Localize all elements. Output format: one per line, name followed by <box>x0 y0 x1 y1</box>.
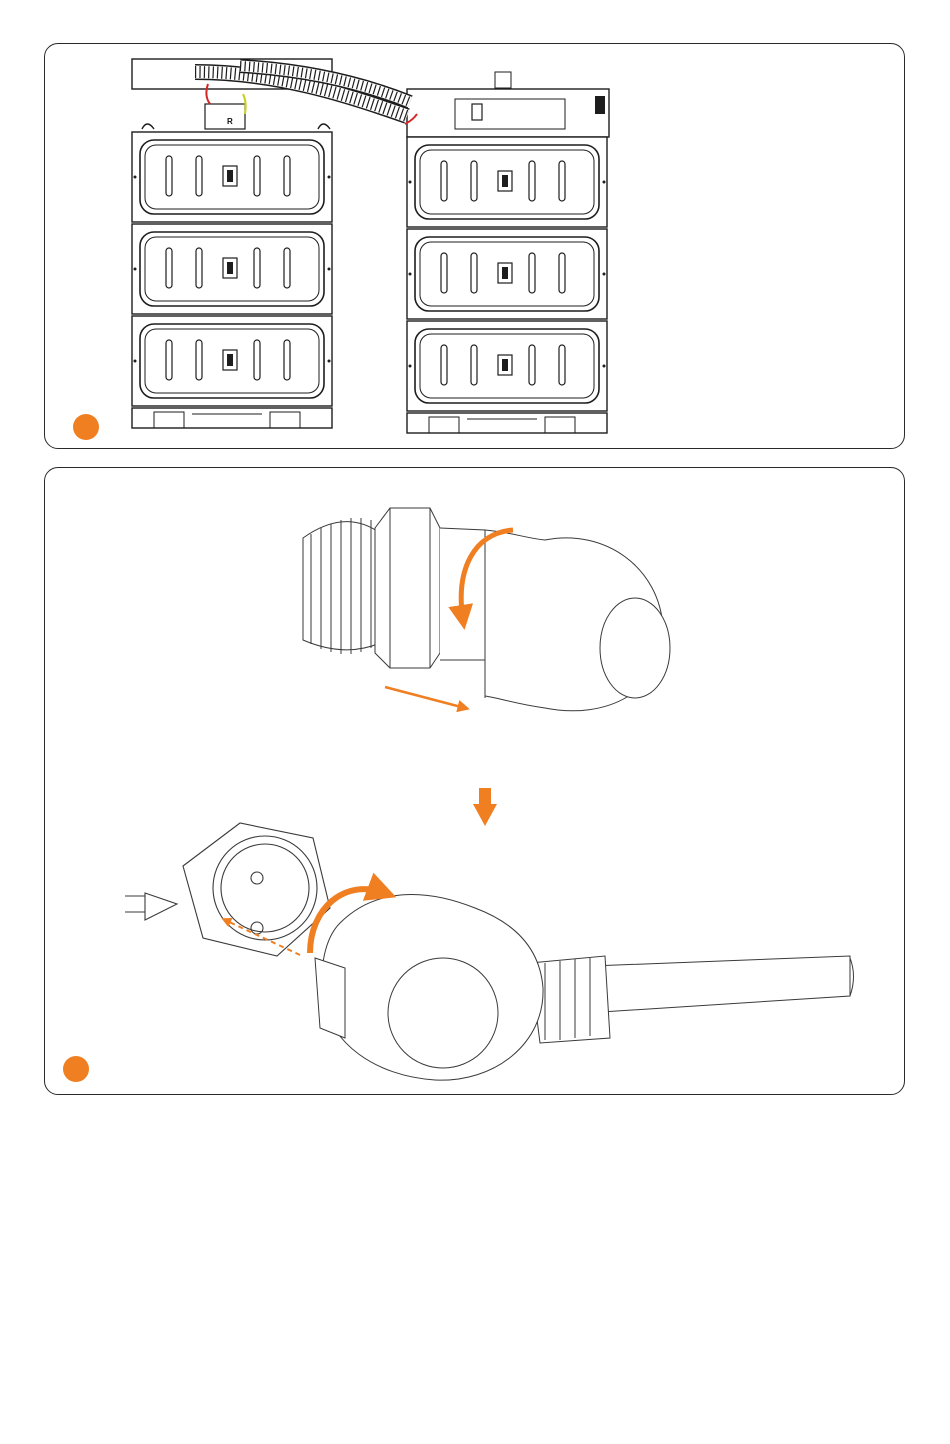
step-marker <box>73 414 99 440</box>
pull-out-arrow <box>385 687 465 708</box>
battery-stacks-illustration <box>45 44 906 450</box>
plug-view <box>315 894 854 1080</box>
connector-illustration <box>45 468 906 1096</box>
step-panel-battery-stacks: R <box>44 43 905 449</box>
left-battery-stack <box>132 59 332 428</box>
right-battery-stack <box>405 72 609 433</box>
step-marker <box>63 1056 89 1082</box>
unit-label: R <box>227 117 233 126</box>
next-step-down-arrow <box>473 788 497 826</box>
socket-view <box>125 823 330 956</box>
step-panel-connector <box>44 467 905 1095</box>
